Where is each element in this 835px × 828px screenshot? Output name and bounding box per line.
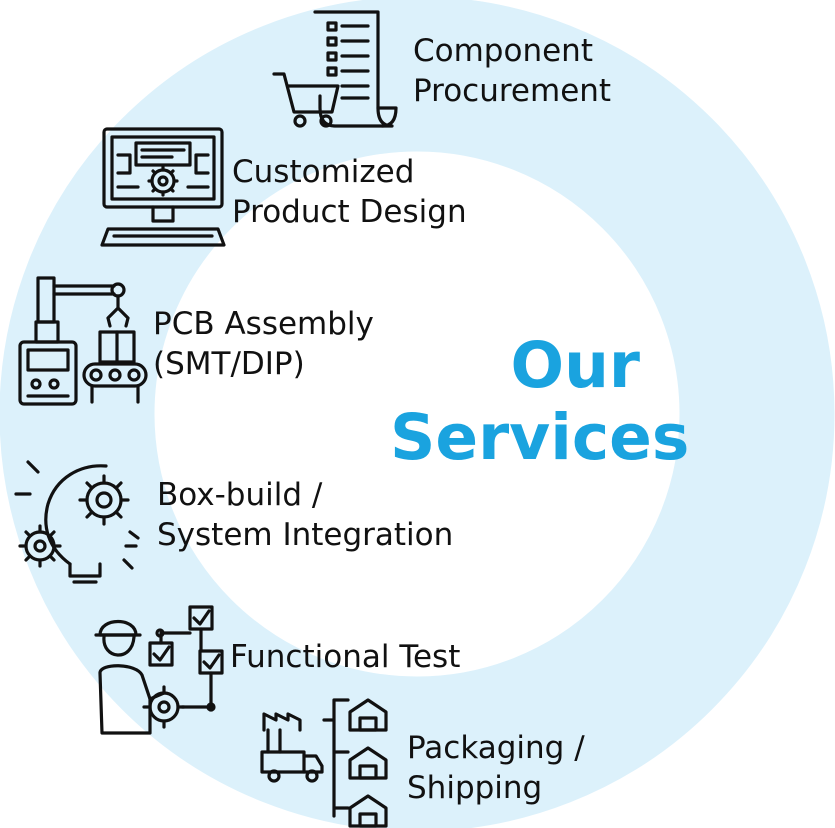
engineer-checklist-gear-icon xyxy=(92,603,232,738)
diagram-title: Our Services xyxy=(390,329,690,474)
assembly-robot-conveyor-icon xyxy=(14,272,149,410)
shopping-cart-receipt-icon xyxy=(270,8,405,133)
service-label-component-procurement: Component Procurement xyxy=(413,33,612,109)
service-label-pcb-assembly: PCB Assembly (SMT/DIP) xyxy=(153,306,374,382)
service-label-packaging-shipping: Packaging / Shipping xyxy=(407,730,585,806)
computer-gear-design-icon xyxy=(98,125,228,250)
service-label-box-build: Box-build / System Integration xyxy=(157,477,454,553)
title-line-services: Services xyxy=(390,401,690,474)
gear-lightbulb-icon xyxy=(8,440,158,590)
title-line-our: Our xyxy=(510,329,640,402)
service-label-functional-test: Functional Test xyxy=(230,639,461,675)
service-label-customized-product-design: Customized Product Design xyxy=(232,154,467,230)
factory-truck-warehouse-icon xyxy=(258,690,398,828)
